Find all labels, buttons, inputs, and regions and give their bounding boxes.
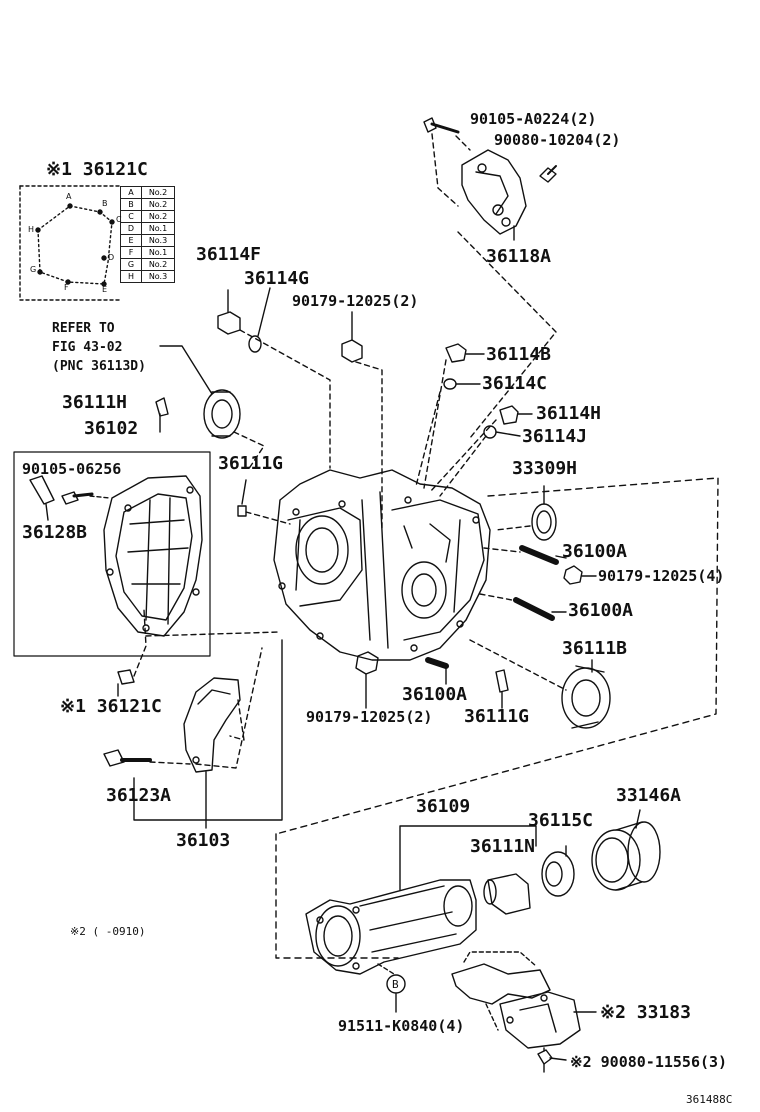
key-value: No.2 <box>141 198 175 211</box>
label-36100a: 36100A <box>562 541 628 562</box>
key-letter: H <box>120 270 142 283</box>
sleeve-33146a <box>591 821 661 891</box>
refer-text: FIG 43-02 <box>52 340 123 355</box>
key-value: No.3 <box>141 234 175 247</box>
inset-letter: B <box>102 199 108 208</box>
key-value: No.1 <box>141 246 175 259</box>
bushing-36111n <box>487 873 531 915</box>
label-36114f: 36114F <box>196 244 262 265</box>
label-36118a: 36118A <box>486 246 552 267</box>
inset-letter: A <box>66 192 72 201</box>
oil-seal-36113d <box>203 389 241 439</box>
inset-letter: C <box>116 215 122 224</box>
label-36114j: 36114J <box>522 426 588 447</box>
label-91511-k0840: 91511-K0840(4) <box>338 1017 465 1035</box>
bracket-36103 <box>183 677 241 773</box>
plug-36114f <box>217 311 241 335</box>
bracket-36128b <box>29 475 55 505</box>
label-36103: 36103 <box>176 830 231 851</box>
label-36100a: 36100A <box>568 600 634 621</box>
label-36114g: 36114G <box>244 268 310 289</box>
label-36123a: 36123A <box>106 785 172 806</box>
label-90080-11556: ※2 90080-11556(3) <box>570 1053 728 1071</box>
reference-b-letter: B <box>392 978 399 991</box>
inset-letter: D <box>108 253 115 262</box>
key-value: No.2 <box>141 186 175 199</box>
label-36114c: 36114C <box>482 373 548 394</box>
key-value: No.2 <box>141 210 175 223</box>
label-36109: 36109 <box>416 796 471 817</box>
key-letter: B <box>120 198 142 211</box>
key-letter: A <box>120 186 142 199</box>
inset-letter: H <box>28 225 35 234</box>
gasket-33309h <box>531 503 557 541</box>
label-33146a: 33146A <box>616 785 682 806</box>
label-36114h: 36114H <box>536 403 602 424</box>
extension-housing-36109 <box>305 879 477 975</box>
label-36128b: 36128B <box>22 522 88 543</box>
label-90179-12025-4: 90179-12025(4) <box>598 567 725 585</box>
bolt-pattern-inset <box>19 185 121 301</box>
key-value: No.3 <box>141 270 175 283</box>
key-letter: F <box>120 246 142 259</box>
reference-b-circle <box>386 974 406 994</box>
label-33309h: 33309H <box>512 458 578 479</box>
label-36121c: ※1 36121C <box>60 696 162 717</box>
label-36121c-inset: ※1 36121C <box>46 159 148 180</box>
label-36111g: 36111G <box>218 453 284 474</box>
refer-text: (PNC 36113D) <box>52 359 146 374</box>
bracket-36118a <box>423 117 557 235</box>
label-36111n: 36111N <box>470 836 536 857</box>
key-value: No.2 <box>141 258 175 271</box>
label-90105-a0224: 90105-A0224(2) <box>470 110 597 128</box>
mount-33183 <box>451 963 581 1049</box>
transfer-case-body <box>273 469 491 661</box>
key-letter: C <box>120 210 142 223</box>
label-90105-06256: 90105-06256 <box>22 460 122 478</box>
note-2: ※2 ( -0910) <box>70 925 146 938</box>
key-letter: E <box>120 234 142 247</box>
label-33183: ※2 33183 <box>600 1002 691 1023</box>
seal-36115c <box>541 851 575 897</box>
cover-36102 <box>103 475 203 637</box>
label-36100a: 36100A <box>402 684 468 705</box>
refer-text: REFER TO <box>52 321 115 336</box>
key-letter: D <box>120 222 142 235</box>
label-90179-12025-bottom: 90179-12025(2) <box>306 708 433 726</box>
label-36115c: 36115C <box>528 810 594 831</box>
label-90080-10204: 90080-10204(2) <box>494 131 621 149</box>
label-90179-12025-top: 90179-12025(2) <box>292 292 419 310</box>
label-36111b: 36111B <box>562 638 628 659</box>
inset-letter: G <box>30 265 37 274</box>
label-36114b: 36114B <box>486 344 552 365</box>
label-36102: 36102 <box>84 418 139 439</box>
key-letter: G <box>120 258 142 271</box>
label-36111g: 36111G <box>464 706 530 727</box>
inset-letter: E <box>102 285 108 294</box>
inset-letter: F <box>64 283 69 292</box>
gasket-36114g <box>248 335 262 353</box>
label-36111h: 36111H <box>62 392 128 413</box>
key-value: No.1 <box>141 222 175 235</box>
cover-group-box <box>13 451 211 657</box>
figure-id: 361488C <box>686 1093 733 1106</box>
seal-36111b <box>561 667 611 729</box>
